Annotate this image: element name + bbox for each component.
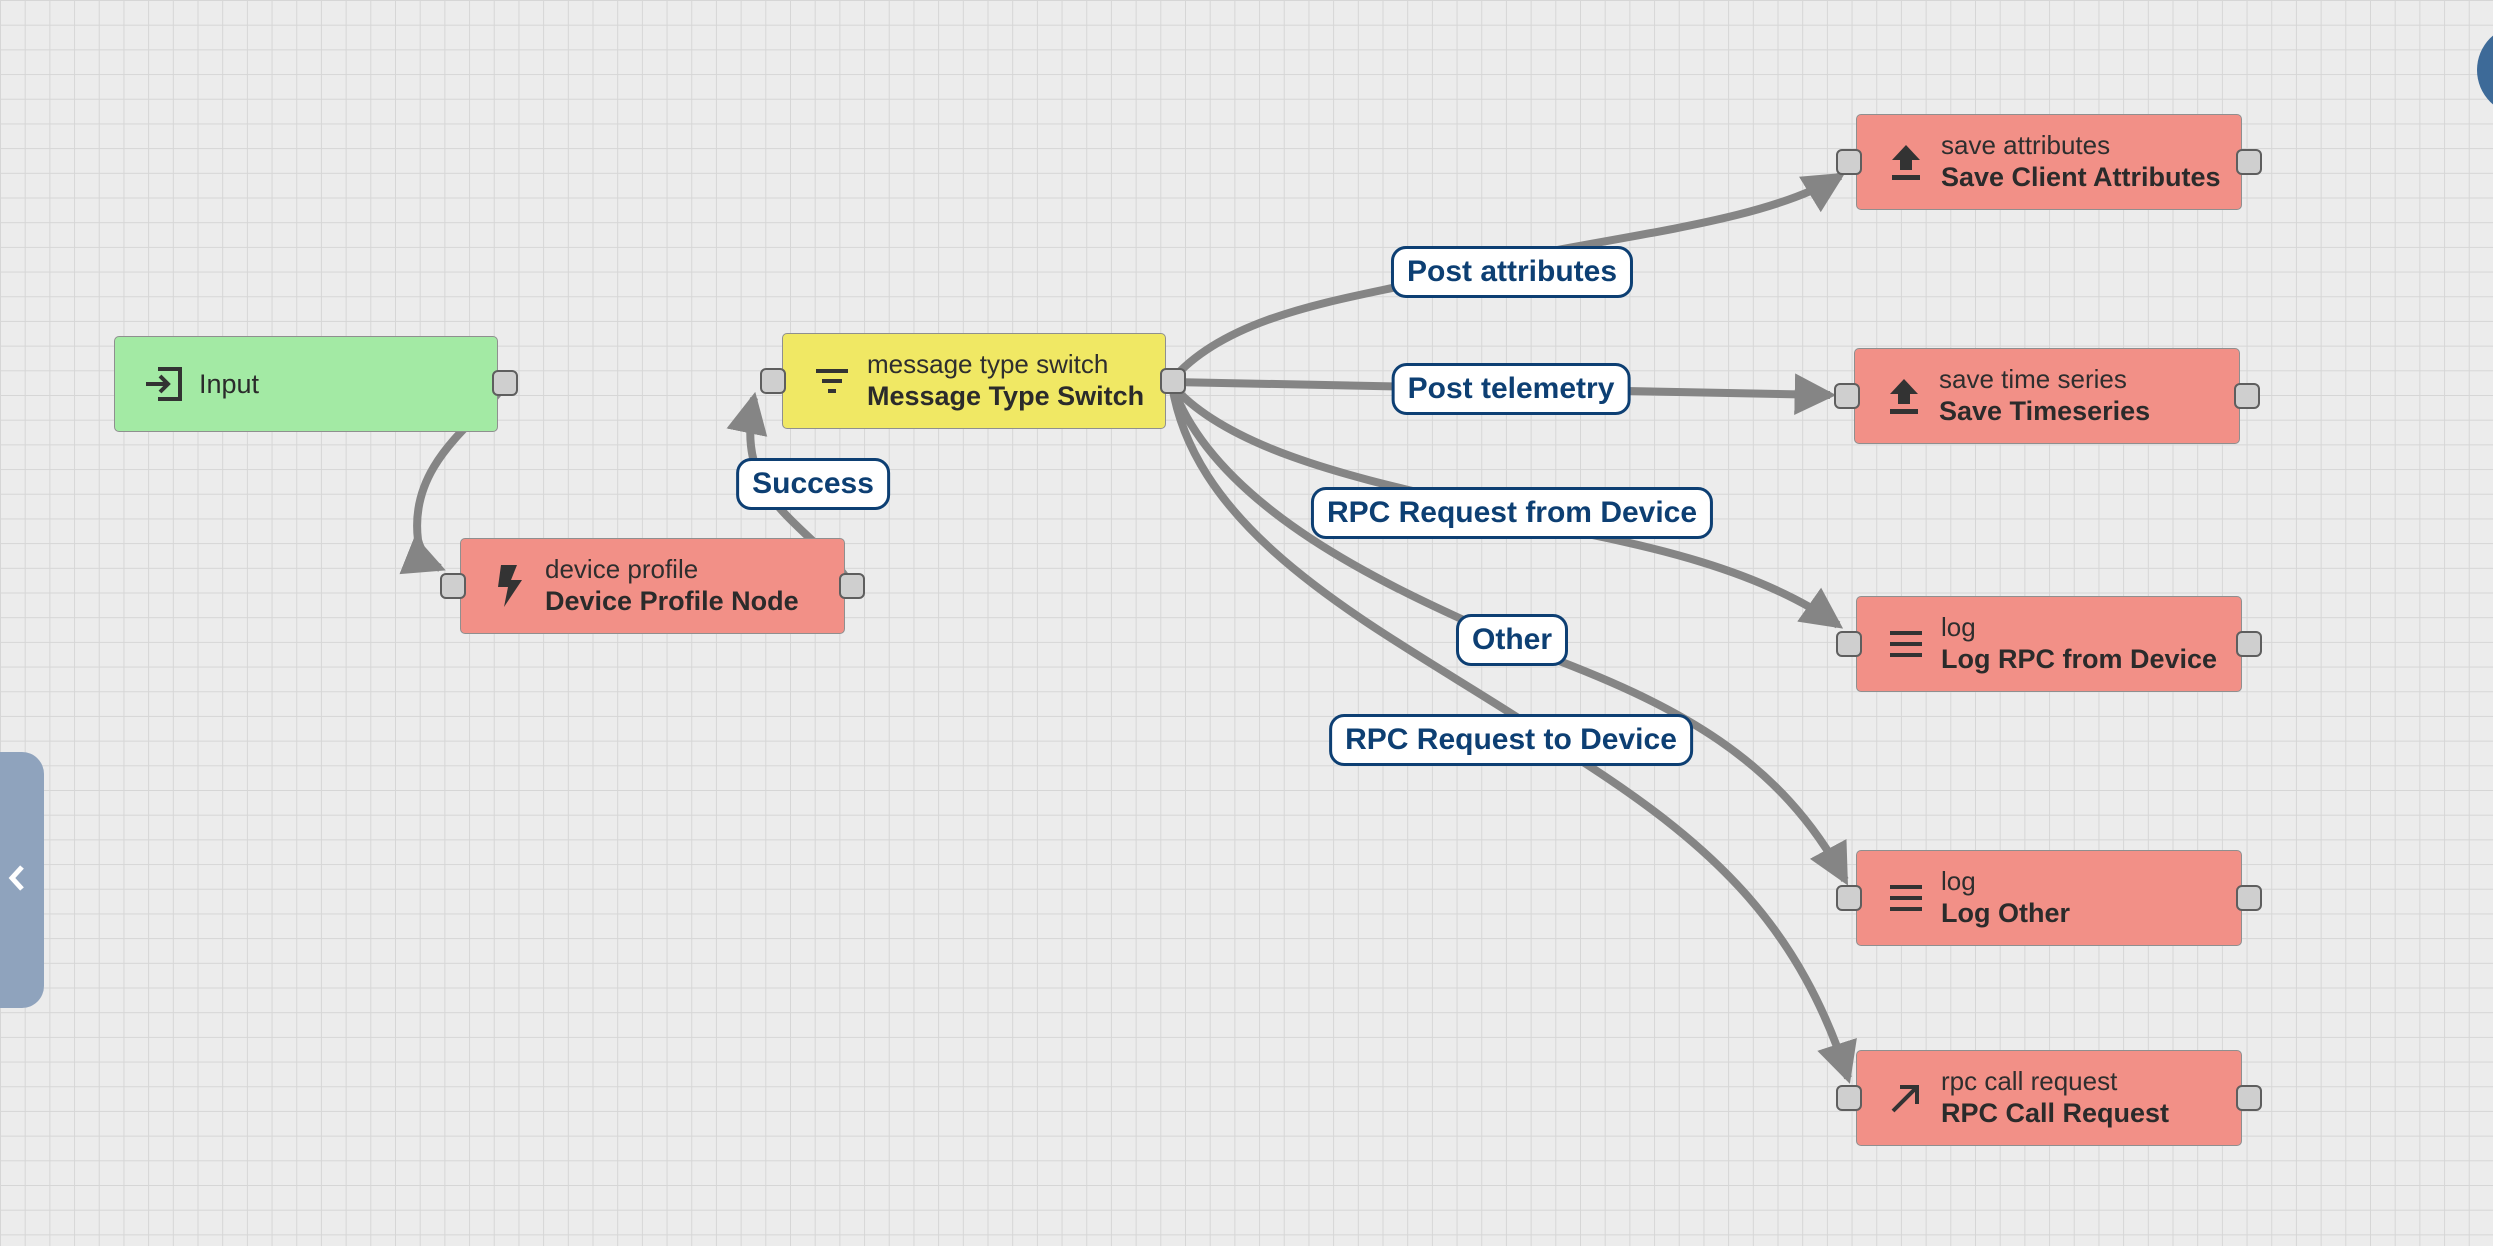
input-port-message-type-switch[interactable] <box>760 368 786 394</box>
output-port-message-type-switch[interactable] <box>1160 368 1186 394</box>
node-log-rpc-from-device[interactable]: log Log RPC from Device <box>1856 596 2242 692</box>
input-port-save-client-attributes[interactable] <box>1836 149 1862 175</box>
upload-icon <box>1881 373 1927 419</box>
side-panel-toggle-button[interactable] <box>0 752 44 1008</box>
node-type-label: log <box>1941 865 1976 896</box>
node-input-label: Input <box>199 368 260 399</box>
output-port-input[interactable] <box>492 370 518 396</box>
output-port-save-timeseries[interactable] <box>2234 383 2260 409</box>
lightning-bolt-icon <box>487 563 533 609</box>
node-device-profile[interactable]: device profile Device Profile Node <box>460 538 845 634</box>
floating-action-button[interactable] <box>2477 25 2493 115</box>
edge-label-post-telemetry[interactable]: Post telemetry <box>1391 363 1631 415</box>
node-title: Message Type Switch <box>867 381 1145 412</box>
chevron-left-icon <box>6 863 28 898</box>
node-title: Log Other <box>1941 898 2070 929</box>
edge-label-post-attributes[interactable]: Post attributes <box>1390 246 1634 298</box>
node-type-label: message type switch <box>867 348 1109 379</box>
input-port-log-rpc-from-device[interactable] <box>1836 631 1862 657</box>
node-title: Save Timeseries <box>1939 396 2151 427</box>
edge-label-rpc-request-to-device[interactable]: RPC Request to Device <box>1329 714 1693 766</box>
input-port-device-profile[interactable] <box>440 573 466 599</box>
input-arrow-icon <box>141 361 187 407</box>
node-type-label: save time series <box>1939 363 2127 394</box>
output-port-log-rpc-from-device[interactable] <box>2236 631 2262 657</box>
output-port-device-profile[interactable] <box>839 573 865 599</box>
node-message-type-switch[interactable]: message type switch Message Type Switch <box>782 333 1166 429</box>
input-port-rpc-call-request[interactable] <box>1836 1085 1862 1111</box>
node-type-label: rpc call request <box>1941 1065 2118 1096</box>
node-title: RPC Call Request <box>1941 1098 2170 1129</box>
node-title: Log RPC from Device <box>1941 644 2218 675</box>
edge-label-other[interactable]: Other <box>1455 614 1569 666</box>
node-title: Device Profile Node <box>545 586 799 617</box>
output-port-log-other[interactable] <box>2236 885 2262 911</box>
filter-icon <box>809 358 855 404</box>
node-save-client-attributes[interactable]: save attributes Save Client Attributes <box>1856 114 2242 210</box>
node-save-timeseries[interactable]: save time series Save Timeseries <box>1854 348 2240 444</box>
edge-label-rpc-request-from-device[interactable]: RPC Request from Device <box>1310 487 1714 539</box>
node-title: Save Client Attributes <box>1941 162 2221 193</box>
node-rpc-call-request[interactable]: rpc call request RPC Call Request <box>1856 1050 2242 1146</box>
node-input[interactable]: Input <box>114 336 498 432</box>
arrow-up-right-icon <box>1883 1075 1929 1121</box>
upload-icon <box>1883 139 1929 185</box>
node-type-label: device profile <box>545 553 699 584</box>
menu-lines-icon <box>1883 621 1929 667</box>
edge-label-success[interactable]: Success <box>736 458 890 510</box>
node-log-other[interactable]: log Log Other <box>1856 850 2242 946</box>
node-type-label: save attributes <box>1941 129 2111 160</box>
output-port-save-client-attributes[interactable] <box>2236 149 2262 175</box>
output-port-rpc-call-request[interactable] <box>2236 1085 2262 1111</box>
input-port-log-other[interactable] <box>1836 885 1862 911</box>
node-type-label: log <box>1941 611 1976 642</box>
menu-lines-icon <box>1883 875 1929 921</box>
input-port-save-timeseries[interactable] <box>1834 383 1860 409</box>
